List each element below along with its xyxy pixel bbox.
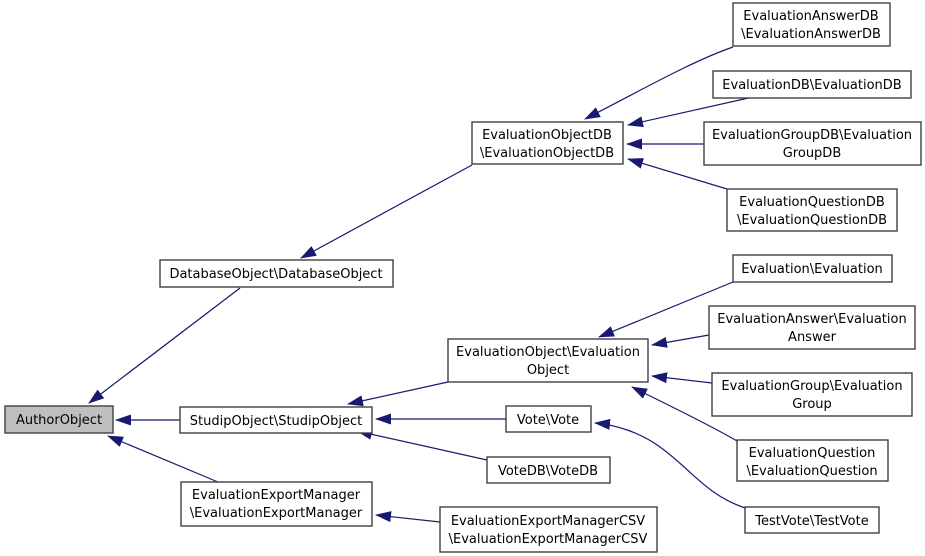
- node-label: EvaluationDB\EvaluationDB: [722, 78, 901, 93]
- node-label: DatabaseObject\DatabaseObject: [169, 267, 382, 282]
- node-label: \EvaluationExportManager: [190, 506, 363, 521]
- node-box: [179, 406, 373, 434]
- node-label: \EvaluationAnswerDB: [741, 27, 881, 42]
- node-evaluation-answer[interactable]: EvaluationAnswer\Evaluation Answer: [708, 305, 916, 350]
- node-evaluation-object-db[interactable]: EvaluationObjectDB \EvaluationObjectDB: [471, 121, 624, 165]
- node-database-object[interactable]: DatabaseObject\DatabaseObject: [159, 259, 394, 288]
- node-box: [708, 305, 916, 350]
- node-box: [486, 456, 611, 484]
- node-label: \EvaluationObjectDB: [480, 146, 614, 161]
- node-evaluation-export-manager-csv[interactable]: EvaluationExportManagerCSV \EvaluationEx…: [439, 506, 658, 553]
- node-label: EvaluationQuestion: [749, 446, 876, 461]
- node-box: [732, 254, 893, 283]
- node-label: EvaluationExportManager: [192, 488, 361, 503]
- edge-evaluation-question-db-to-evaluation-object-db: [627, 158, 728, 190]
- node-box: [159, 259, 394, 288]
- node-label: EvaluationExportManagerCSV: [451, 514, 645, 529]
- node-label: \EvaluationExportManagerCSV: [449, 532, 648, 547]
- node-label: EvaluationQuestionDB: [739, 195, 885, 210]
- node-box: [4, 405, 114, 434]
- node-label: \EvaluationQuestion: [746, 464, 877, 479]
- edge-evaluation-db-to-evaluation-object-db: [627, 96, 754, 128]
- node-evaluation-group-db[interactable]: EvaluationGroupDB\Evaluation GroupDB: [703, 121, 922, 166]
- node-label: VoteDB\VoteDB: [498, 464, 598, 479]
- node-box: [744, 506, 880, 534]
- node-box: [711, 372, 913, 417]
- node-box: [726, 188, 898, 232]
- node-box: [703, 121, 922, 166]
- edge-evaluation-to-evaluation-object: [598, 281, 734, 338]
- node-box: [471, 121, 624, 165]
- node-label: EvaluationObject\Evaluation: [456, 345, 640, 360]
- node-label: StudipObject\StudipObject: [190, 414, 362, 429]
- node-box: [447, 338, 649, 383]
- node-evaluation-answer-db[interactable]: EvaluationAnswerDB \EvaluationAnswerDB: [732, 2, 891, 47]
- edge-evaluation-export-manager-csv-to-evaluation-export-manager: [375, 511, 441, 523]
- edge-test-vote-to-vote: [594, 418, 746, 509]
- node-label: EvaluationGroup\Evaluation: [721, 379, 902, 394]
- edge-evaluation-group-to-evaluation-object: [651, 372, 713, 384]
- edge-evaluation-answer-db-to-evaluation-object-db: [584, 46, 734, 120]
- node-evaluation-db[interactable]: EvaluationDB\EvaluationDB: [712, 70, 912, 99]
- node-label: EvaluationObjectDB: [482, 128, 612, 143]
- node-box: [505, 405, 592, 433]
- node-test-vote[interactable]: TestVote\TestVote: [744, 506, 880, 534]
- node-box: [439, 506, 658, 553]
- node-evaluation-question-db[interactable]: EvaluationQuestionDB \EvaluationQuestion…: [726, 188, 898, 232]
- node-evaluation-question[interactable]: EvaluationQuestion \EvaluationQuestion: [736, 439, 889, 482]
- node-evaluation[interactable]: Evaluation\Evaluation: [732, 254, 893, 283]
- node-label: Answer: [788, 330, 837, 345]
- node-evaluation-object[interactable]: EvaluationObject\Evaluation Object: [447, 338, 649, 383]
- node-author-object[interactable]: AuthorObject: [4, 405, 114, 434]
- node-label: AuthorObject: [16, 413, 102, 428]
- node-label: EvaluationAnswerDB: [743, 9, 878, 24]
- node-box: [732, 2, 891, 47]
- node-label: \EvaluationQuestionDB: [737, 213, 887, 228]
- edges: [88, 46, 754, 523]
- node-vote[interactable]: Vote\Vote: [505, 405, 592, 433]
- edge-evaluation-export-manager-to-author-object: [107, 435, 219, 483]
- node-vote-db[interactable]: VoteDB\VoteDB: [486, 456, 611, 484]
- edge-database-object-to-author-object: [88, 287, 241, 404]
- edge-evaluation-question-to-evaluation-object: [631, 386, 738, 442]
- node-box: [712, 70, 912, 99]
- node-label: EvaluationAnswer\Evaluation: [717, 312, 906, 327]
- node-label: Evaluation\Evaluation: [741, 262, 883, 277]
- edge-evaluation-answer-to-evaluation-object: [651, 334, 710, 348]
- node-label: TestVote\TestVote: [754, 514, 868, 529]
- node-evaluation-group[interactable]: EvaluationGroup\Evaluation Group: [711, 372, 913, 417]
- node-evaluation-export-manager[interactable]: EvaluationExportManager \EvaluationExpor…: [180, 481, 373, 527]
- node-label: Object: [527, 363, 569, 378]
- edge-evaluation-object-db-to-database-object: [300, 164, 473, 259]
- edge-evaluation-object-to-studip-object: [347, 381, 449, 407]
- node-label: Vote\Vote: [517, 413, 579, 428]
- edge-vote-db-to-studip-object: [356, 428, 488, 461]
- node-label: EvaluationGroupDB\Evaluation: [712, 128, 912, 143]
- node-studip-object[interactable]: StudipObject\StudipObject: [179, 406, 373, 434]
- node-label: GroupDB: [783, 146, 842, 161]
- node-label: Group: [792, 397, 832, 412]
- node-box: [736, 439, 889, 482]
- node-box: [180, 481, 373, 527]
